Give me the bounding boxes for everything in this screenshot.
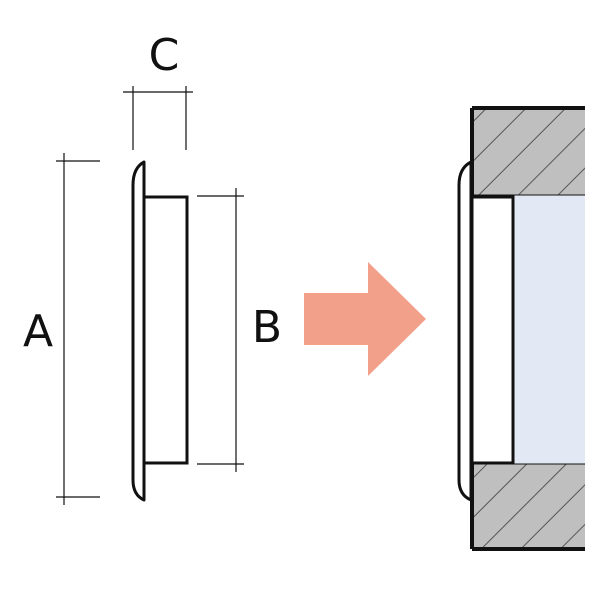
- installed-cap-body: [470, 195, 515, 465]
- installed-cap-flange: [457, 160, 473, 502]
- cap-part: [131, 160, 189, 502]
- cap-flange: [131, 160, 146, 502]
- wall-section-bottom: [472, 464, 585, 549]
- dimension-c-label: C: [149, 30, 180, 81]
- right-arrow-icon: [304, 262, 426, 376]
- dimension-a-label: A: [23, 306, 53, 357]
- wall-section-top: [472, 108, 585, 195]
- dimension-b-label: B: [252, 302, 282, 353]
- dimension-a: A: [23, 153, 100, 505]
- dimension-c: C: [123, 30, 193, 150]
- cap-body: [142, 195, 189, 465]
- installed-assembly: [457, 106, 585, 551]
- dimension-b: B: [197, 188, 282, 472]
